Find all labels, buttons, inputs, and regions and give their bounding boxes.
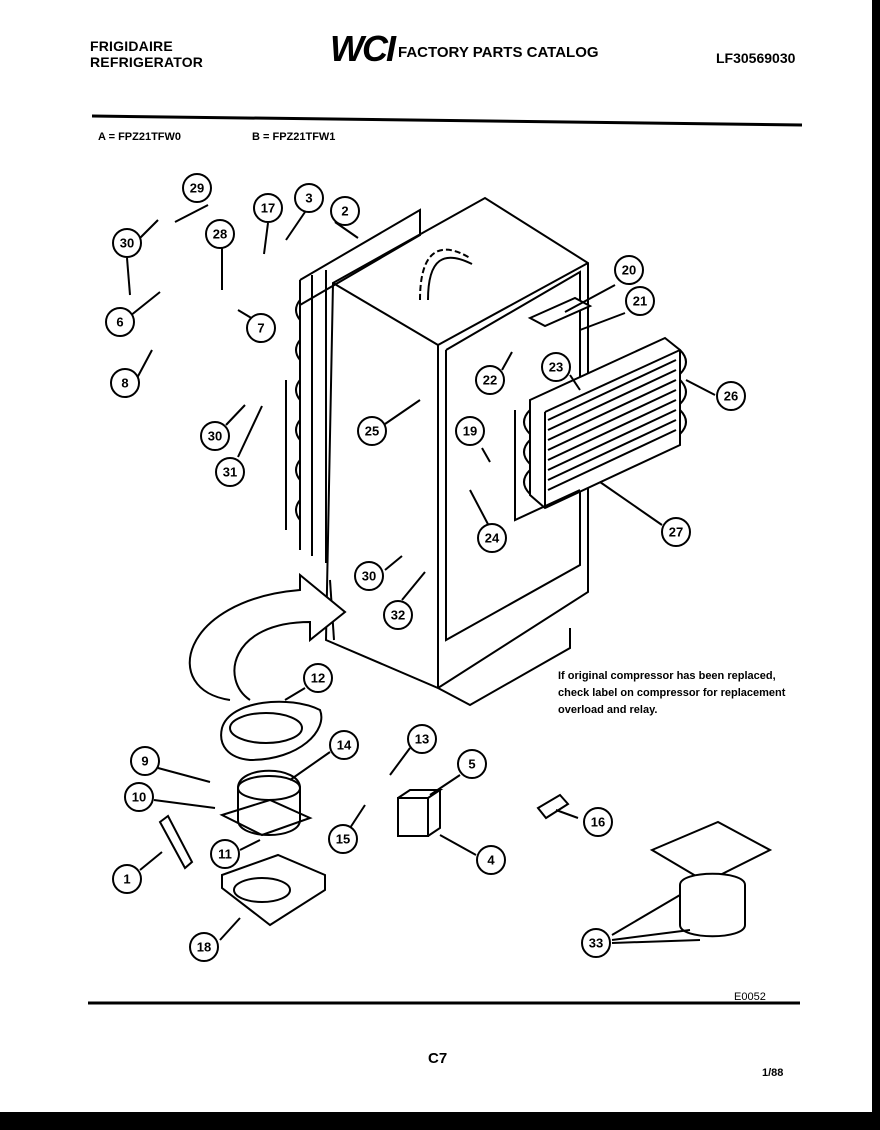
callout-30: 30 [112, 228, 142, 258]
catalog-page: FRIGIDAIRE REFRIGERATOR WCI FACTORY PART… [0, 0, 872, 1112]
callout-label: 31 [223, 465, 237, 480]
revision-date: 1/88 [762, 1067, 784, 1079]
parts-diagram: 29 30 17 3 2 28 6 7 8 30 31 20 21 22 23 … [88, 114, 803, 1005]
product-type: REFRIGERATOR [90, 54, 204, 70]
callout-30c: 30 [354, 561, 384, 591]
callout-5: 5 [457, 749, 487, 779]
callout-label: 2 [341, 204, 348, 219]
brand-name: FRIGIDAIRE [90, 38, 173, 54]
page-label: C7 [428, 1050, 448, 1067]
callout-label: 19 [463, 424, 477, 439]
callout-label: 26 [724, 389, 738, 404]
callout-label: 24 [485, 531, 500, 546]
wci-logo-icon: WCI [330, 28, 396, 69]
doc-number: LF30569030 [716, 50, 796, 66]
callout-25: 25 [357, 416, 387, 446]
callout-2: 2 [330, 196, 360, 226]
callout-29: 29 [182, 173, 212, 203]
callout-label: 7 [257, 321, 264, 336]
callout-17: 17 [253, 193, 283, 223]
callout-label: 8 [121, 376, 128, 391]
callout-11: 11 [210, 839, 240, 869]
callout-14: 14 [329, 730, 359, 760]
callout-15: 15 [328, 824, 358, 854]
callout-28: 28 [205, 219, 235, 249]
callout-label: 12 [311, 671, 325, 686]
callout-label: 3 [305, 191, 312, 206]
callout-7: 7 [246, 313, 276, 343]
callout-22: 22 [475, 365, 505, 395]
callout-label: 13 [415, 732, 429, 747]
callout-3: 3 [294, 183, 324, 213]
callout-12: 12 [303, 663, 333, 693]
callout-label: 30 [208, 429, 222, 444]
callout-6: 6 [105, 307, 135, 337]
cabinet-drawing [126, 196, 773, 944]
callout-label: 1 [123, 872, 130, 887]
model-b: B = FPZ21TFW1 [252, 131, 336, 143]
callout-label: 17 [261, 201, 275, 216]
callout-1: 1 [112, 864, 142, 894]
catalog-title: FACTORY PARTS CATALOG [398, 44, 599, 61]
callout-label: 29 [190, 181, 204, 196]
callout-23: 23 [541, 352, 571, 382]
callout-20: 20 [614, 255, 644, 285]
callout-9: 9 [130, 746, 160, 776]
callout-label: 25 [365, 424, 379, 439]
callout-label: 15 [336, 832, 350, 847]
callout-label: 9 [141, 754, 148, 769]
callout-label: 32 [391, 608, 405, 623]
callout-label: 5 [468, 757, 475, 772]
callout-24: 24 [477, 523, 507, 553]
callout-21: 21 [625, 286, 655, 316]
callout-label: 30 [120, 236, 134, 251]
brand-block: FRIGIDAIRE REFRIGERATOR [90, 38, 203, 70]
compressor-note: If original compressor has been replaced… [558, 670, 786, 716]
callout-32: 32 [383, 600, 413, 630]
callout-label: 16 [591, 815, 605, 830]
callout-label: 33 [589, 936, 603, 951]
callout-8: 8 [110, 368, 140, 398]
callout-label: 27 [669, 525, 683, 540]
callout-label: 28 [213, 227, 227, 242]
callout-label: 4 [487, 853, 495, 868]
callout-group: 29 30 17 3 2 28 6 7 8 30 31 20 21 22 23 … [105, 173, 746, 962]
callout-label: 23 [549, 360, 563, 375]
callout-13: 13 [407, 724, 437, 754]
callout-30b: 30 [200, 421, 230, 451]
callout-label: 20 [622, 263, 636, 278]
callout-33: 33 [581, 928, 611, 958]
callout-label: 30 [362, 569, 376, 584]
callout-26: 26 [716, 381, 746, 411]
callout-label: 6 [116, 315, 123, 330]
callout-16: 16 [583, 807, 613, 837]
callout-27: 27 [661, 517, 691, 547]
header-rule [91, 114, 803, 127]
callout-19: 19 [455, 416, 485, 446]
callout-18: 18 [189, 932, 219, 962]
callout-10: 10 [124, 782, 154, 812]
callout-label: 21 [633, 294, 647, 309]
callout-4: 4 [476, 845, 506, 875]
callout-label: 22 [483, 373, 497, 388]
model-a: A = FPZ21TFW0 [98, 131, 182, 143]
callout-label: 11 [218, 847, 232, 862]
callout-31: 31 [215, 457, 245, 487]
callout-label: 14 [337, 738, 352, 753]
drawing-code: E0052 [734, 991, 766, 1003]
callout-label: 18 [197, 940, 211, 955]
callout-label: 10 [132, 790, 146, 805]
